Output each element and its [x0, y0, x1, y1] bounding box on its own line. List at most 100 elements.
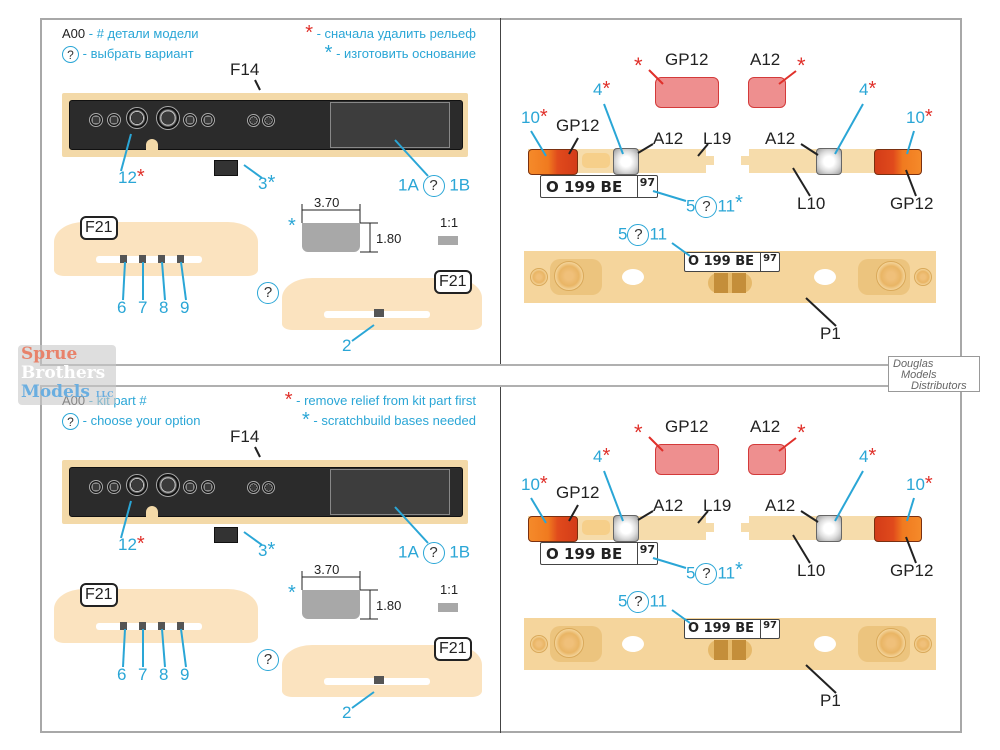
callout-5-11-star: 5?11*: [686, 560, 743, 585]
lamp-ring-left: [554, 261, 584, 291]
callout-5-11-star: 5?11*: [686, 193, 743, 218]
amber-lamp-left: [528, 149, 578, 175]
logo-word: Brothers: [21, 363, 106, 383]
callout-4-left: 4*: [593, 445, 611, 467]
switch-8: [158, 622, 165, 630]
switch-9: [177, 622, 184, 630]
part-label-f14: F14: [230, 427, 260, 446]
question-circle-icon: ?: [62, 413, 79, 431]
switch-7: [139, 255, 146, 263]
scratchbuild-base-diagram: [302, 223, 360, 252]
label-l10: L10: [797, 561, 826, 580]
license-plate-p1: O 199 BE 97: [684, 619, 780, 639]
blue-star-icon: *: [735, 192, 743, 214]
red-star-icon: *: [602, 445, 611, 467]
leader-4-right: [834, 103, 864, 155]
bolt-ring-left: [530, 268, 548, 286]
question-circle-icon: ?: [695, 563, 718, 585]
switch-8: [158, 255, 165, 263]
leader-f14: [254, 446, 261, 458]
douglas-models-logo: Douglas Models Distributors: [888, 356, 980, 392]
gauge: [183, 480, 197, 494]
part-p1: [524, 618, 936, 670]
label-gp12-left: GP12: [556, 483, 600, 502]
relief-gp12: [655, 77, 719, 108]
option-marker: ?: [257, 282, 279, 304]
part-label-f21: F21: [434, 270, 472, 294]
instruction-sheet-en: A00 - kit part # ? - choose your option …: [0, 367, 1000, 734]
instruction-sheet-ru: A00 - # детали модели ? - выбрать вариан…: [0, 0, 1000, 367]
leader-f14: [254, 79, 261, 91]
red-star-gp12: *: [634, 53, 643, 78]
top-label-a12: A12: [750, 50, 781, 69]
leader-4-right: [834, 470, 864, 522]
glovebox-lid: [330, 469, 450, 515]
legend-red-star: * - remove relief from kit part first: [285, 390, 476, 410]
switch-7: [139, 622, 146, 630]
blue-star-desc: - изготовить основание: [336, 46, 476, 61]
plate-number: O 199 BE: [546, 178, 623, 196]
scratchbuild-base-diagram: [302, 590, 360, 619]
question-circle-icon: ?: [62, 46, 79, 64]
label-gp12-right: GP12: [890, 194, 934, 213]
switch-2: [374, 309, 384, 317]
logo-word: Models LLC: [21, 382, 114, 402]
red-star-gp12: *: [634, 420, 643, 445]
red-star-desc: - сначала удалить рельеф: [316, 26, 476, 41]
callout-10-left: 10*: [521, 473, 548, 495]
slot: [96, 256, 202, 263]
question-circle-icon: ?: [257, 649, 279, 671]
red-star-icon: *: [868, 445, 877, 467]
gauge: [156, 473, 180, 497]
logo-word: Models: [901, 369, 937, 381]
callout-3: 3*: [258, 172, 276, 194]
scale-label: 1:1: [440, 215, 459, 230]
leader-4-left: [603, 470, 624, 522]
relief-gp12: [655, 444, 719, 475]
switch-9: [177, 255, 184, 263]
lens-slot: [582, 520, 610, 535]
relief-a12: [748, 77, 786, 108]
scale-sample: [438, 236, 458, 245]
label-a12-left: A12: [653, 496, 684, 515]
question-circle-icon: ?: [695, 196, 718, 218]
dim-width: 3.70: [314, 195, 340, 210]
plate-number: O 199 BE: [688, 621, 755, 636]
blue-star-base: *: [288, 216, 296, 236]
dash-cutout: [146, 139, 158, 153]
mount-hole-right: [814, 269, 836, 285]
dim-height: 1.80: [376, 231, 402, 246]
red-star-icon: *: [539, 473, 548, 495]
label-p1: P1: [820, 691, 841, 710]
gauge: [247, 481, 260, 494]
question-circle-icon: ?: [422, 175, 445, 197]
blue-star-icon: *: [267, 539, 276, 561]
part-label-f21: F21: [434, 637, 472, 661]
red-star-icon: *: [868, 78, 877, 100]
mount-hole-left: [622, 269, 644, 285]
top-label-gp12: GP12: [665, 50, 709, 69]
gauge: [89, 480, 103, 494]
part-l10-tip: [741, 523, 749, 532]
blue-star-icon: *: [301, 409, 310, 431]
callout-10-left: 10*: [521, 106, 548, 128]
callout-8: 8: [159, 665, 169, 684]
amber-lamp-right: [874, 516, 922, 542]
bolt-ring-right: [914, 268, 932, 286]
dim-width: 3.70: [314, 562, 340, 577]
sprue-brothers-logo: Sprue Brothers Models LLC: [18, 345, 116, 405]
mount-hole-right: [814, 636, 836, 652]
label-l10: L10: [797, 194, 826, 213]
part-label-f14: F14: [230, 60, 260, 79]
label-a12-left: A12: [653, 129, 684, 148]
lamp-ring-right: [876, 261, 906, 291]
question-circle-icon: ?: [627, 224, 650, 246]
gauge: [262, 481, 275, 494]
clear-lamp-left: [613, 148, 639, 175]
lens-slot: [582, 153, 610, 168]
blue-star-desc: - scratchbuild bases needed: [313, 413, 476, 428]
question-circle-icon: ?: [257, 282, 279, 304]
callout-8: 8: [159, 298, 169, 317]
red-star-a12: *: [797, 420, 806, 445]
callout-4-right: 4*: [859, 78, 877, 100]
